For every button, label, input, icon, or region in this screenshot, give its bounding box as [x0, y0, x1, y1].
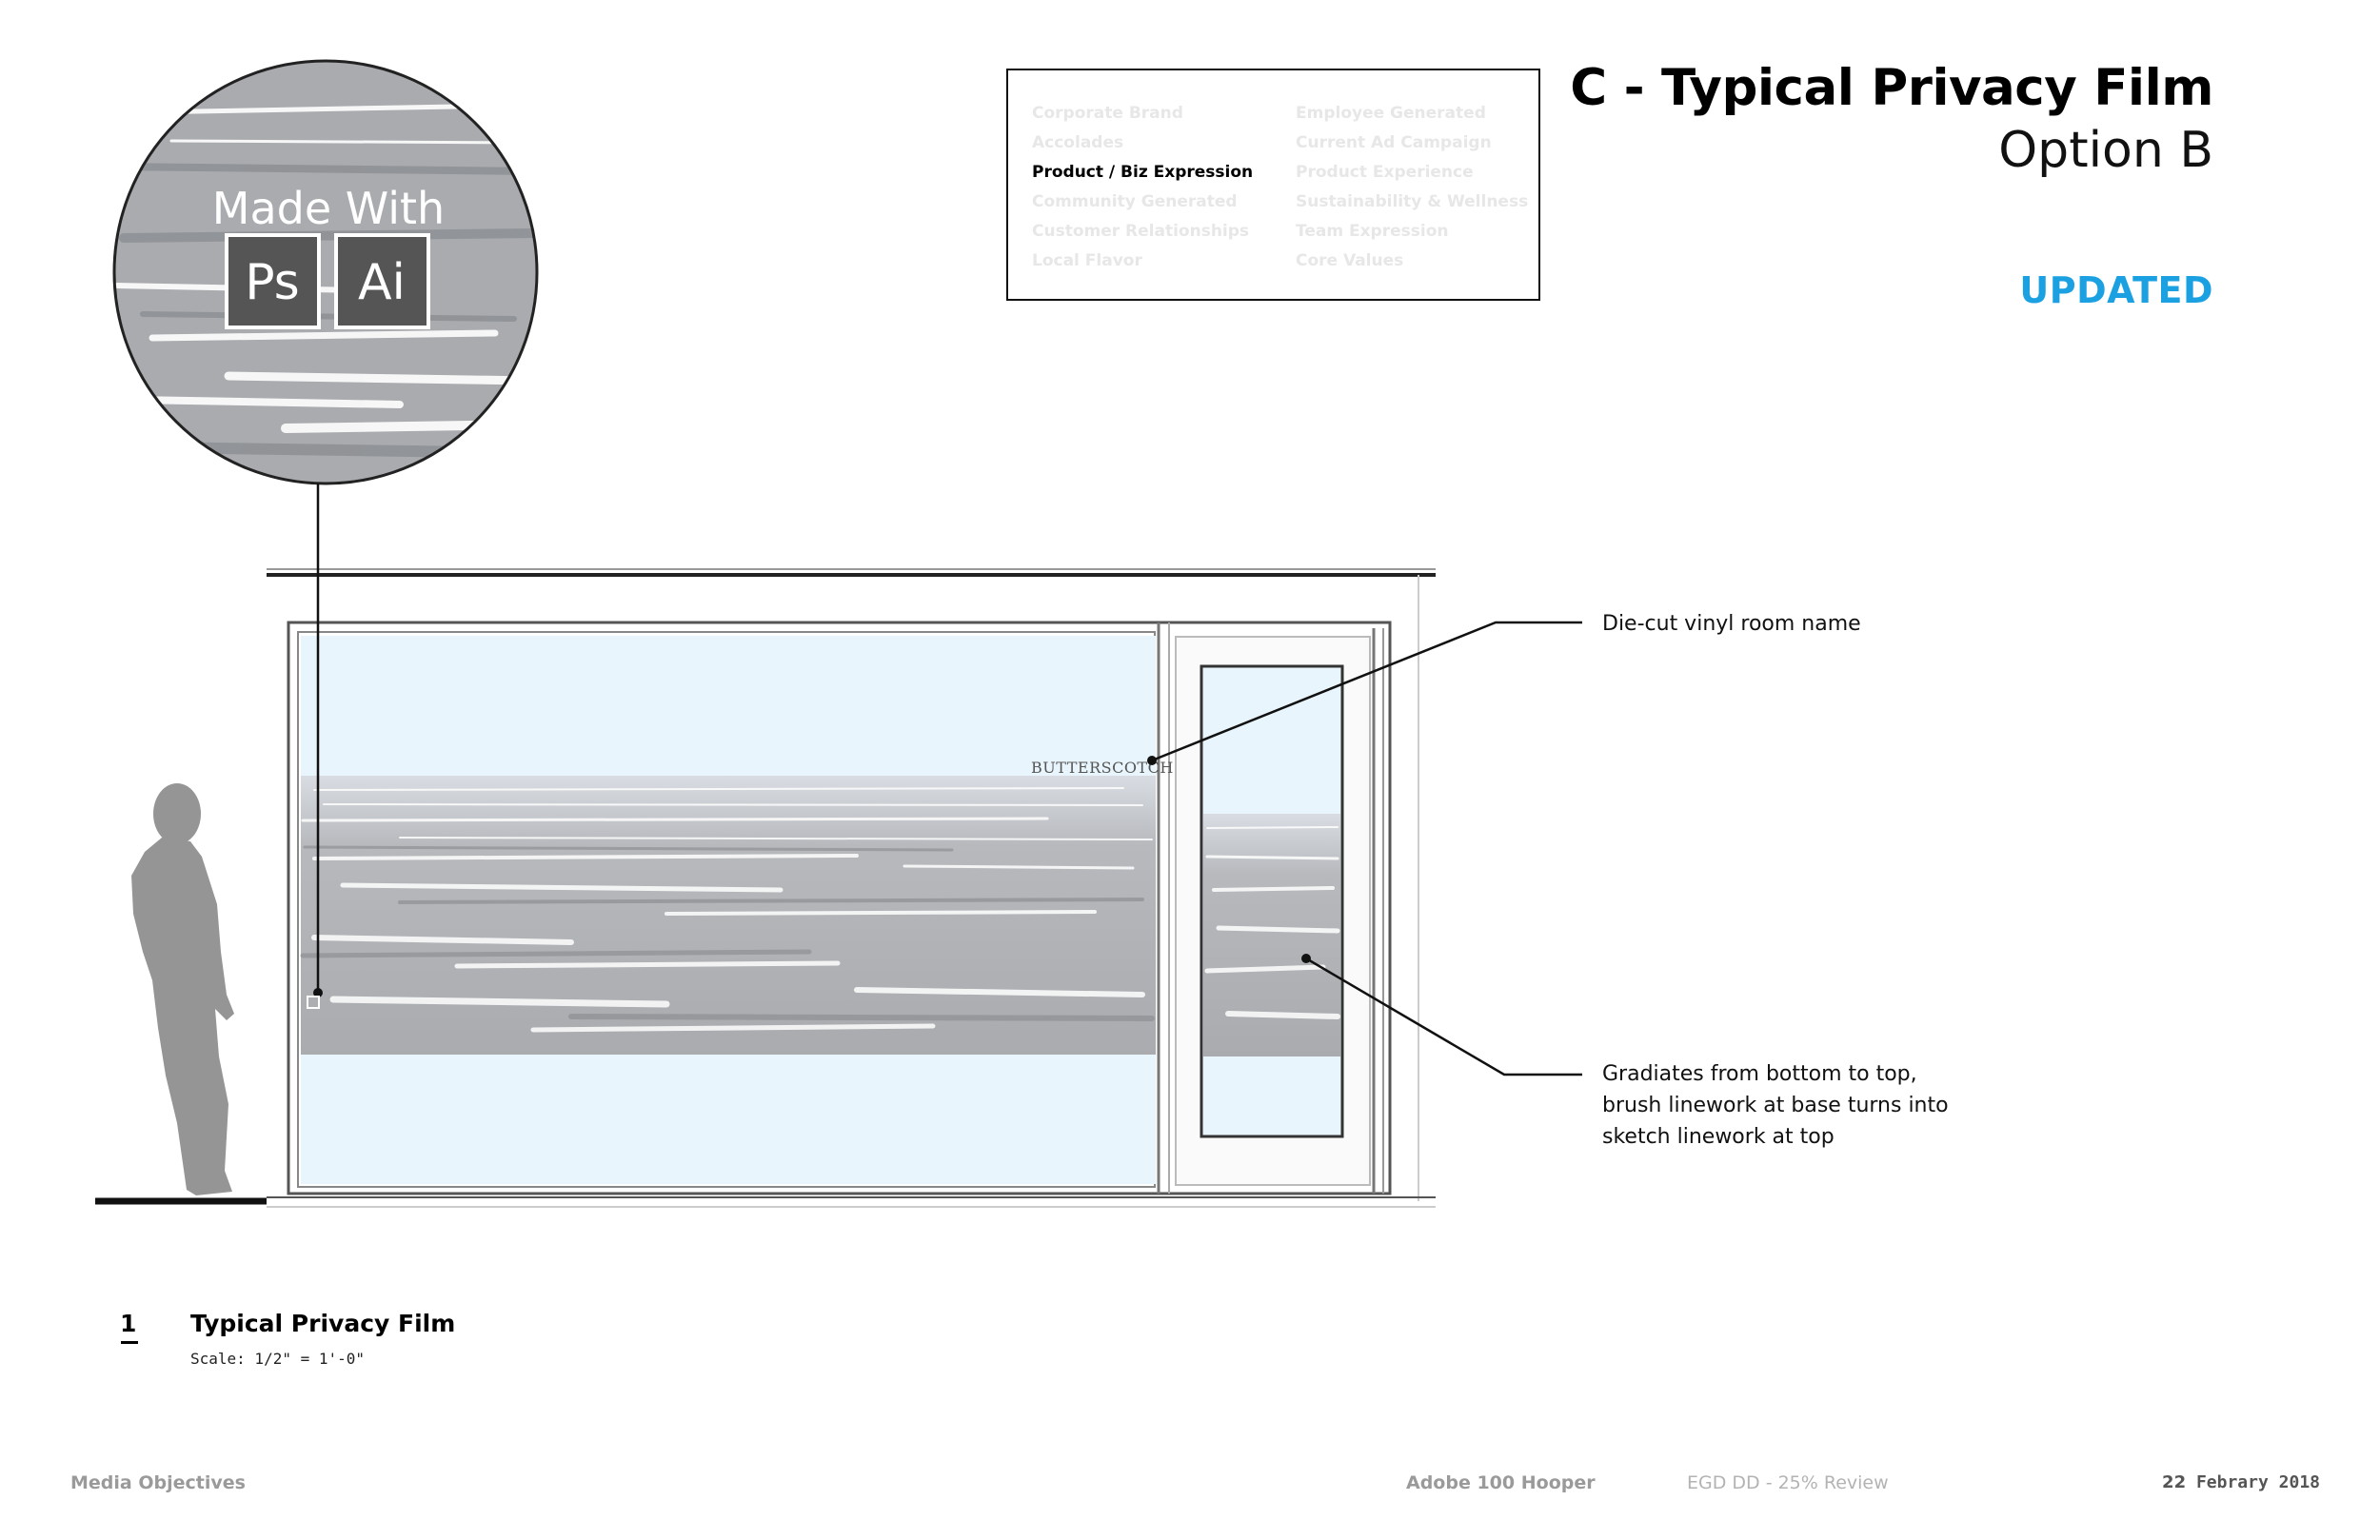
objective-item-active: Product / Biz Expression	[1032, 163, 1254, 182]
footer-review: EGD DD - 25% Review	[1687, 1472, 1889, 1493]
page-title: C - Typical Privacy Film	[1570, 59, 2213, 117]
objective-item: Local Flavor	[1032, 251, 1142, 270]
callout-room-name: Die-cut vinyl room name	[1602, 608, 1861, 640]
callout-line: sketch linework at top	[1602, 1125, 1835, 1149]
ceiling-beam	[267, 568, 1436, 1201]
objective-item: Current Ad Campaign	[1296, 133, 1492, 152]
svg-text:Ps: Ps	[245, 254, 300, 311]
status-badge: UPDATED	[2019, 269, 2213, 311]
callout-line: Gradiates from bottom to top,	[1602, 1062, 1917, 1086]
callout-leader-2	[1301, 954, 1582, 1076]
door-privacy-film	[1203, 814, 1340, 1056]
made-with-label: Made With	[212, 183, 445, 234]
objectives-box: Corporate Brand Accolades Product / Biz …	[1006, 69, 1540, 301]
footer-section: Media Objectives	[70, 1472, 246, 1493]
objective-item: Core Values	[1296, 251, 1404, 270]
page-subtitle: Option B	[1998, 122, 2213, 179]
photoshop-icon: Ps	[225, 233, 321, 329]
footer-project: Adobe 100 Hooper	[1406, 1472, 1596, 1493]
callout-gradient-film: Gradiates from bottom to top, brush line…	[1602, 1058, 1949, 1153]
human-silhouette	[131, 783, 234, 1195]
objective-item: Employee Generated	[1296, 104, 1486, 123]
objective-item: Team Expression	[1296, 222, 1449, 241]
objective-item: Community Generated	[1032, 192, 1238, 211]
figure-number-underline	[121, 1341, 138, 1344]
figure-number: 1	[120, 1310, 137, 1337]
footer-date-day: 22	[2162, 1472, 2187, 1492]
svg-text:Ai: Ai	[358, 254, 406, 311]
objective-item: Sustainability & Wellness	[1296, 192, 1529, 211]
window-frame	[287, 621, 1392, 1195]
figure-scale: Scale: 1/2" = 1'-0"	[190, 1350, 366, 1368]
illustrator-icon: Ai	[334, 233, 430, 329]
footer-date-rest: Febrary 2018	[2186, 1472, 2320, 1492]
objective-item: Product Experience	[1296, 163, 1474, 182]
room-name-vinyl: BUTTERSCOTCH	[1031, 759, 1174, 777]
callout-leader-1	[1147, 621, 1582, 765]
floor-line	[95, 1196, 1436, 1208]
callout-line: brush linework at base turns into	[1602, 1094, 1949, 1117]
objective-item: Corporate Brand	[1032, 104, 1183, 123]
objectives-column-1: Corporate Brand Accolades Product / Biz …	[1032, 99, 1253, 276]
objective-item: Accolades	[1032, 133, 1124, 152]
objective-item: Customer Relationships	[1032, 222, 1250, 241]
detail-magnifier: Made With Ps Ai	[112, 59, 539, 1009]
objectives-column-2: Employee Generated Current Ad Campaign P…	[1296, 99, 1528, 276]
door	[1175, 636, 1371, 1186]
figure-title: Typical Privacy Film	[190, 1310, 456, 1337]
footer-date: 22 Febrary 2018	[2162, 1472, 2320, 1492]
glass-pane-main	[300, 636, 1156, 1184]
callout-line: Die-cut vinyl room name	[1602, 612, 1861, 636]
